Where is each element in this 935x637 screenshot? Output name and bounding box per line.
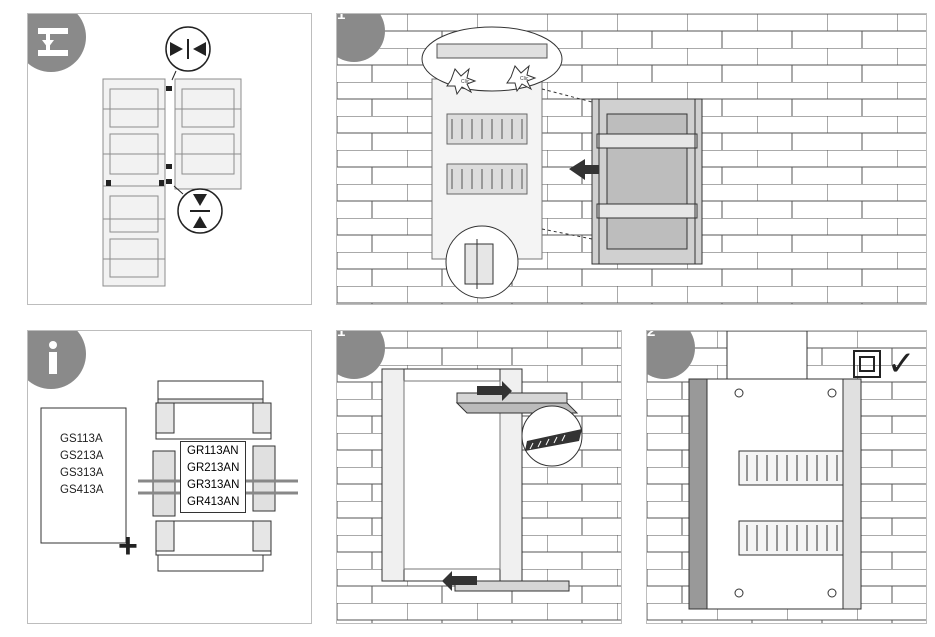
panel-finished: ✓ 2 <box>646 330 927 624</box>
check-mark: ✓ <box>887 344 916 384</box>
codes-right: GR113AN GR213AN GR313AN GR413AN <box>180 441 247 513</box>
squeeze-vertical-icon <box>173 185 223 234</box>
rails-illustration <box>337 331 621 623</box>
wall-mounting-illustration: Clic Clic <box>337 14 926 304</box>
clic-label-right: Clic <box>520 76 529 82</box>
code-item: GS113A <box>60 433 103 445</box>
step-number: 1 <box>337 330 346 340</box>
double-insulation-icon <box>853 350 881 378</box>
code-item: GR413AN <box>187 496 240 508</box>
panel-rails: 1 <box>336 330 622 624</box>
bottom-clip-callout <box>445 225 519 299</box>
squeeze-horizontal-icon <box>165 26 211 81</box>
panel-wall-mounting: Clic Clic 1 <box>336 13 927 305</box>
code-item: GS213A <box>60 450 104 462</box>
code-item: GR113AN <box>187 445 239 457</box>
step-number: 2 <box>647 330 656 340</box>
info-icon <box>28 331 86 389</box>
code-item: GS413A <box>60 484 104 496</box>
assembly-illustration <box>102 26 242 287</box>
code-item: GS313A <box>60 467 104 479</box>
finished-illustration <box>647 331 926 623</box>
assembly-icon <box>28 14 86 72</box>
top-clip-callout: Clic Clic <box>421 26 563 96</box>
panel-assembly <box>27 13 312 305</box>
codes-left: GS113A GS213A GS313A GS413A <box>60 431 103 499</box>
step-number: 1 <box>337 13 346 23</box>
plus-sign: + <box>118 527 138 565</box>
panel-info: GS113A GS213A GS313A GS413A GR113AN GR21… <box>27 330 312 624</box>
code-item: GR213AN <box>187 462 240 474</box>
clic-label-left: Clic <box>461 79 470 85</box>
code-item: GR313AN <box>187 479 240 491</box>
